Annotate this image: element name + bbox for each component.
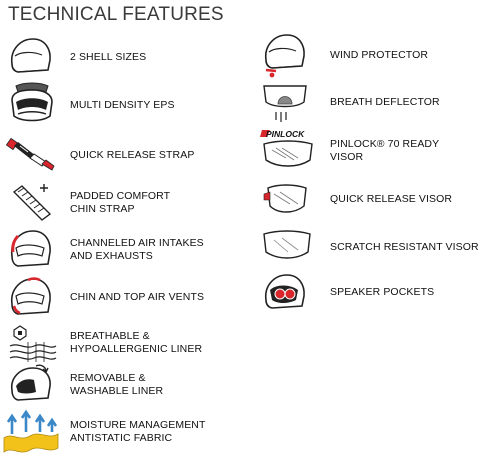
feature-label: BREATH DEFLECTOR bbox=[330, 96, 440, 108]
feature-breathable-liner: BREATHABLE & HYPOALLERGENIC LINER bbox=[6, 322, 236, 366]
air-intake-helmet-icon bbox=[10, 230, 51, 267]
scratch-resistant-visor-icon bbox=[263, 230, 311, 259]
feature-wind-protector: WIND PROTECTOR bbox=[260, 30, 486, 80]
feature-label: WIND PROTECTOR bbox=[330, 49, 429, 61]
breath-deflector-icon bbox=[263, 85, 307, 122]
speaker-pocket-icon bbox=[264, 274, 305, 309]
quick-release-visor-icon bbox=[263, 184, 307, 213]
feature-label: BREATHABLE & HYPOALLERGENIC LINER bbox=[70, 330, 203, 355]
page-title: TECHNICAL FEATURES bbox=[8, 4, 224, 25]
removable-liner-icon bbox=[10, 364, 51, 401]
buckle-strap-icon bbox=[6, 137, 55, 171]
feature-scratch-resistant-visor: SCRATCH RESISTANT VISOR bbox=[260, 226, 486, 268]
feature-label: PADDED COMFORT CHIN STRAP bbox=[70, 190, 171, 215]
feature-chin-top-air-vents: CHIN AND TOP AIR VENTS bbox=[6, 274, 236, 320]
feature-quick-release-visor: QUICK RELEASE VISOR bbox=[260, 180, 486, 220]
wind-protector-helmet-icon bbox=[264, 34, 305, 78]
padded-strap-icon bbox=[12, 184, 52, 221]
feature-moisture-management: MOISTURE MANAGEMENT ANTISTATIC FABRIC bbox=[2, 408, 236, 454]
feature-quick-release-strap: QUICK RELEASE STRAP bbox=[6, 134, 236, 176]
feature-label: REMOVABLE & WASHABLE LINER bbox=[70, 372, 164, 397]
breathable-liner-icon bbox=[9, 325, 57, 362]
feature-speaker-pockets: SPEAKER POCKETS bbox=[260, 270, 486, 316]
moisture-fabric-icon bbox=[3, 409, 59, 453]
helmet-shell-icon bbox=[10, 38, 51, 73]
feature-label: SPEAKER POCKETS bbox=[330, 286, 435, 298]
eps-layers-icon bbox=[11, 82, 53, 122]
pinlock-visor-icon: PINLOCK bbox=[260, 129, 313, 167]
feature-shell-sizes: 2 SHELL SIZES bbox=[6, 34, 236, 78]
feature-label: QUICK RELEASE STRAP bbox=[70, 149, 195, 161]
pinlock-brand-text: PINLOCK bbox=[266, 129, 305, 139]
feature-label: CHANNELED AIR INTAKES AND EXHAUSTS bbox=[70, 237, 204, 262]
feature-removable-liner: REMOVABLE & WASHABLE LINER bbox=[6, 362, 236, 408]
feature-label: SCRATCH RESISTANT VISOR bbox=[330, 241, 479, 253]
feature-label: 2 SHELL SIZES bbox=[70, 51, 147, 63]
feature-label: MOISTURE MANAGEMENT ANTISTATIC FABRIC bbox=[70, 419, 206, 444]
air-vent-helmet-icon bbox=[10, 277, 51, 315]
feature-label: CHIN AND TOP AIR VENTS bbox=[70, 291, 205, 303]
feature-padded-chin-strap: PADDED COMFORT CHIN STRAP bbox=[6, 180, 236, 224]
feature-channeled-air-intakes: CHANNELED AIR INTAKES AND EXHAUSTS bbox=[6, 226, 236, 272]
feature-pinlock-visor: PINLOCK PINLOCK® 70 READY VISOR bbox=[260, 128, 486, 176]
feature-breath-deflector: BREATH DEFLECTOR bbox=[260, 82, 486, 126]
feature-label: QUICK RELEASE VISOR bbox=[330, 193, 453, 205]
feature-label: PINLOCK® 70 READY VISOR bbox=[330, 138, 440, 163]
feature-label: MULTI DENSITY EPS bbox=[70, 99, 175, 111]
feature-multi-density-eps: MULTI DENSITY EPS bbox=[6, 80, 236, 126]
